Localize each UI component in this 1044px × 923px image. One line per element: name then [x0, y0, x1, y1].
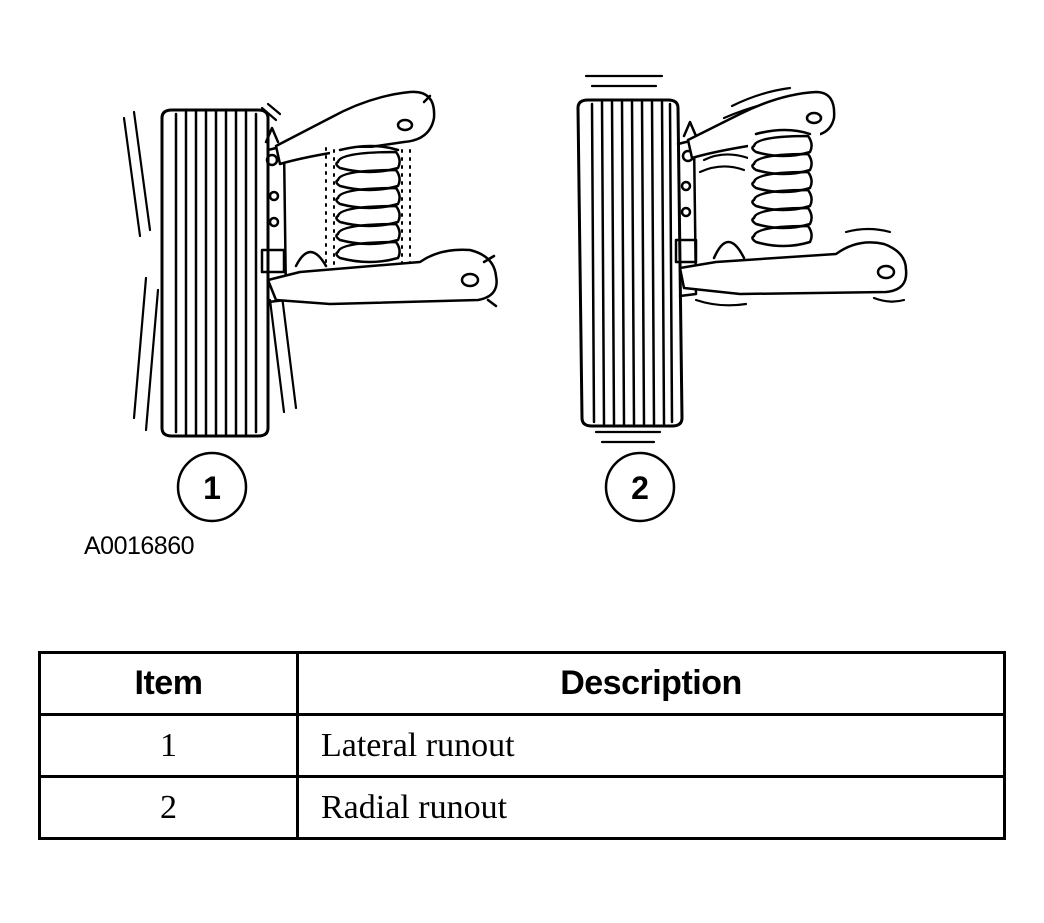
coil-spring-2	[748, 128, 820, 252]
callout-1-label: 1	[203, 470, 221, 506]
callout-2-label: 2	[631, 470, 649, 506]
callout-2	[604, 451, 676, 523]
figure-reference-number: A0016860	[84, 532, 195, 560]
coil-spring-1	[325, 144, 411, 269]
legend-item-cell: 1	[38, 713, 299, 778]
legend-table: Item Description 1 Lateral runout 2 Radi…	[38, 651, 1006, 840]
knuckle-2	[674, 120, 698, 298]
legend-description-cell: Radial runout	[296, 775, 1006, 840]
tire-1	[160, 108, 270, 438]
tire-2	[576, 98, 684, 428]
table-row: 2 Radial runout	[38, 775, 1006, 840]
runout-illustration: 1 2	[122, 74, 908, 523]
legend-header-item: Item	[38, 651, 299, 716]
callout-1	[176, 451, 248, 523]
legend-description-cell: Lateral runout	[296, 713, 1006, 778]
spring-motion-dots	[325, 147, 411, 269]
lateral-runout-assembly	[122, 90, 498, 523]
legend-header-row: Item Description	[38, 651, 1006, 716]
upper-control-arm-1	[274, 90, 436, 166]
table-row: 1 Lateral runout	[38, 713, 1006, 778]
lower-control-arm-2	[678, 240, 908, 296]
lower-control-arm-1	[266, 248, 498, 308]
upper-control-arm-2	[686, 90, 836, 160]
legend-header-description: Description	[296, 651, 1006, 716]
radial-motion-lines	[584, 74, 906, 444]
legend-item-cell: 2	[38, 775, 299, 840]
radial-runout-assembly	[576, 74, 908, 523]
lateral-motion-lines	[122, 102, 298, 432]
